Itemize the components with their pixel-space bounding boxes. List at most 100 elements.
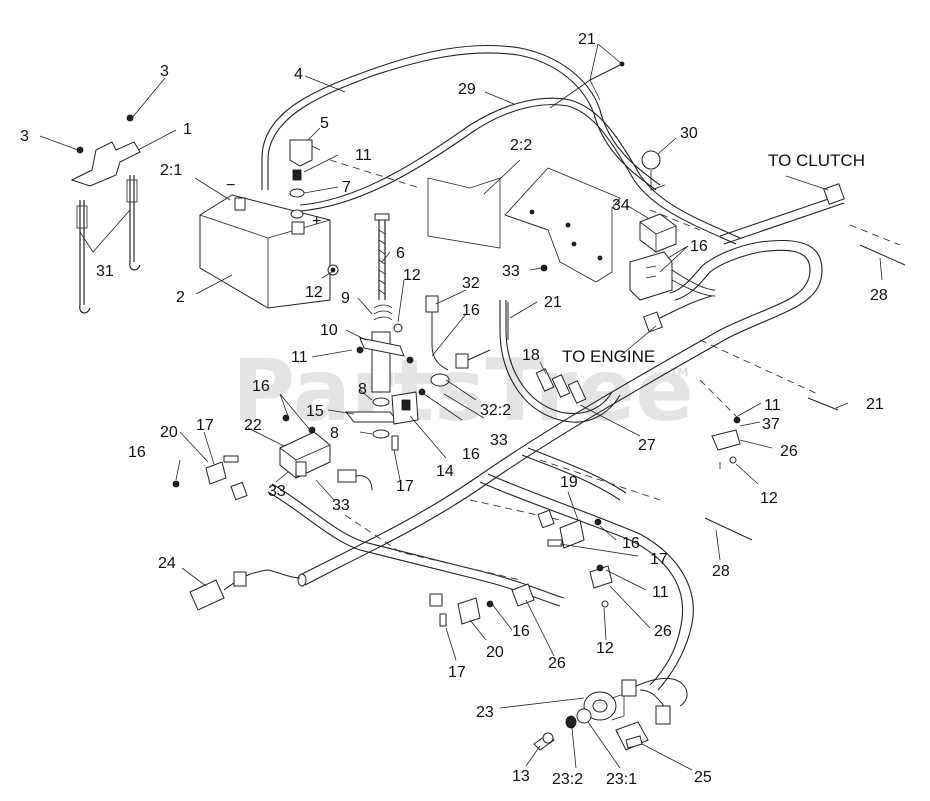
callout-3: 3 (20, 128, 29, 145)
bracket-10 (359, 337, 405, 357)
callout-1: 1 (183, 121, 192, 138)
to-engine-label: TO ENGINE (562, 347, 655, 366)
relay-34 (639, 213, 677, 253)
terminal-cover-5 (289, 139, 321, 167)
switch-32-2 (430, 349, 491, 387)
callout-17: 17 (650, 551, 668, 568)
callout-7: 7 (342, 179, 351, 196)
callout-16: 16 (462, 446, 480, 463)
callout-12: 12 (760, 490, 778, 507)
callout-29: 29 (458, 81, 476, 98)
callout-21: 21 (866, 396, 884, 413)
callout-32-2: 32:2 (480, 402, 511, 419)
callout-2-1: 2:1 (160, 162, 182, 179)
watermark-tm: TM (670, 366, 688, 379)
connector-32 (425, 295, 449, 371)
switch-25 (615, 721, 649, 751)
clip-15 (344, 411, 400, 423)
callout-12: 12 (403, 267, 421, 284)
callout-numbers: 21 3 3 1 4 29 30 5 11 7 2:1 2:2 34 16 31… (20, 31, 888, 788)
callout-12: 12 (305, 284, 323, 301)
callout-21: 21 (578, 31, 596, 48)
cable-4 (261, 44, 661, 191)
callout-15: 15 (306, 403, 324, 420)
clutch-connector (823, 183, 845, 205)
connectors-ignition (621, 677, 688, 725)
clip-26-lower (511, 583, 535, 607)
bracket-14 (391, 391, 419, 425)
callout-30: 30 (680, 125, 698, 142)
callout-20: 20 (160, 424, 178, 441)
fasteners (172, 264, 741, 608)
callout-33: 33 (490, 432, 508, 449)
callout-3: 3 (160, 63, 169, 80)
mounting-plate-2-2 (329, 159, 501, 249)
switch-19 (537, 509, 585, 549)
callout-14: 14 (436, 463, 454, 480)
terminal-17-left (223, 455, 239, 463)
nut-23-1 (576, 708, 592, 724)
connectors-33 (295, 461, 373, 491)
callout-17: 17 (448, 664, 466, 681)
socket-24 (189, 569, 301, 611)
cable-29 (299, 97, 741, 245)
callout-11: 11 (355, 147, 372, 164)
callout-21: 21 (544, 294, 562, 311)
callout-9: 9 (341, 290, 350, 307)
svg-text:−: − (226, 177, 235, 194)
callout-8: 8 (358, 381, 367, 398)
wire-28-right (859, 244, 906, 266)
callout-leaders (39, 43, 883, 771)
switch-30 (641, 150, 666, 191)
callout-10: 10 (320, 322, 338, 339)
callout-16: 16 (622, 535, 640, 552)
callout-5: 5 (320, 115, 329, 132)
to-clutch-label: TO CLUTCH (768, 151, 865, 170)
callout-16: 16 (512, 623, 530, 640)
switch-20-lower (429, 593, 481, 625)
callout-11: 11 (652, 584, 669, 601)
callout-26: 26 (654, 623, 672, 640)
battery: − + (199, 177, 331, 309)
callout-26: 26 (548, 655, 566, 672)
callout-13: 13 (512, 768, 530, 785)
callout-24: 24 (158, 555, 176, 572)
callout-23-2: 23:2 (552, 771, 583, 788)
callout-33: 33 (502, 263, 520, 280)
callout-11: 11 (764, 397, 781, 414)
callout-27: 27 (638, 437, 656, 454)
callout-28: 28 (870, 287, 888, 304)
callout-16: 16 (128, 444, 146, 461)
callout-2: 2 (176, 289, 185, 306)
terminal-17-center (391, 435, 399, 451)
bezel-23-2 (565, 715, 577, 729)
callout-8: 8 (330, 425, 339, 442)
connector-block-16 (629, 251, 716, 301)
main-wiring-harness (267, 194, 845, 691)
callout-12: 12 (596, 640, 614, 657)
wire-21-right (807, 397, 839, 411)
callout-33: 33 (268, 483, 286, 500)
callout-2-2: 2:2 (510, 137, 532, 154)
key-13 (533, 732, 555, 751)
callout-6: 6 (396, 245, 405, 262)
ignition-switch-23 (583, 691, 625, 721)
callout-33: 33 (332, 497, 350, 514)
connector-left (230, 481, 248, 501)
clip-26-upper (711, 429, 741, 451)
bolt-11-and-washer-7 (289, 169, 305, 219)
engine-connector (643, 295, 713, 333)
switch-20-left (205, 461, 227, 485)
callout-20: 20 (486, 644, 504, 661)
svg-text:+: + (312, 213, 321, 230)
callout-4: 4 (294, 66, 303, 83)
bracket-1 (70, 114, 141, 187)
battery-nut-12 (327, 264, 339, 276)
callout-22: 22 (244, 417, 262, 434)
callout-31: 31 (96, 263, 114, 280)
callout-11: 11 (291, 349, 308, 366)
bracket-plate (504, 167, 621, 283)
callout-16: 16 (462, 302, 480, 319)
